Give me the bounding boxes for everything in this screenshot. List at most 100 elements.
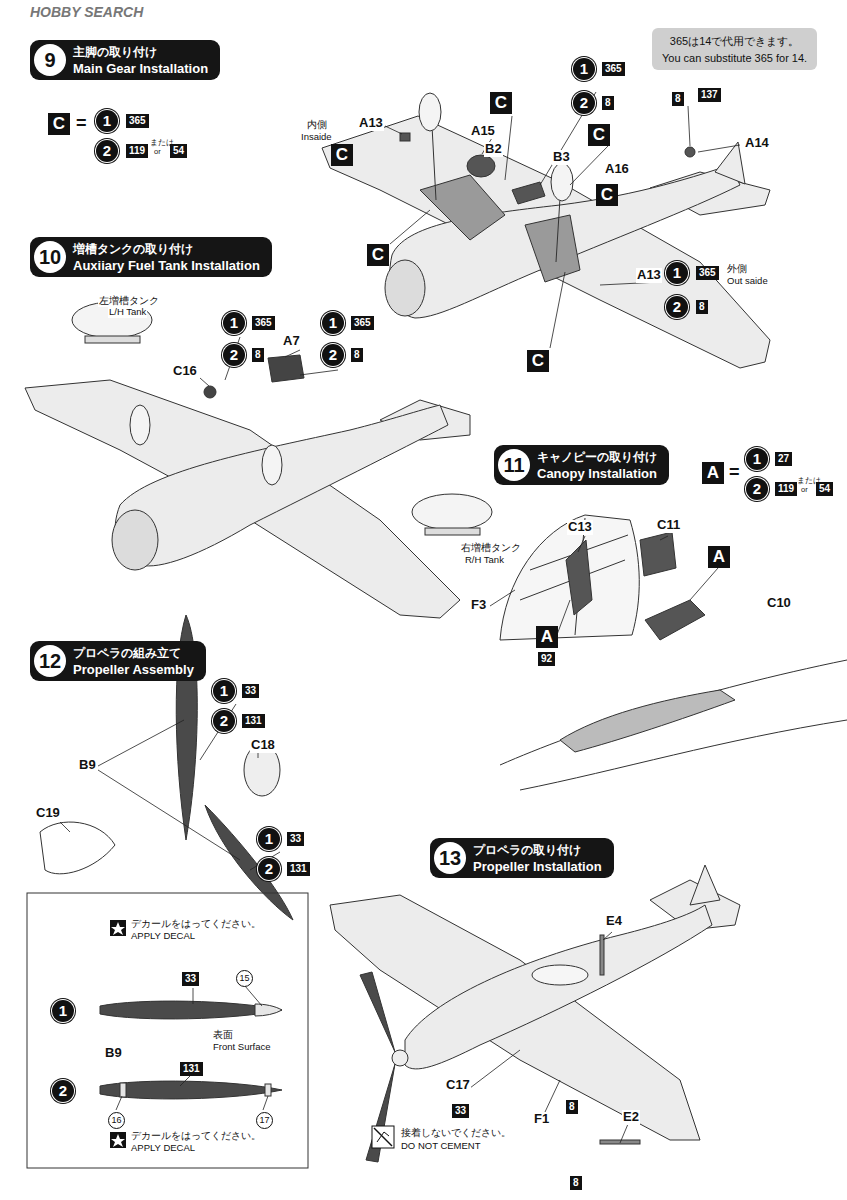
step-title-japanese: プロペラの組み立て — [73, 645, 194, 662]
note-text: R/H Tank — [464, 555, 505, 566]
step-title-japanese: プロペラの取り付け — [473, 842, 602, 859]
note-text: 365は14で代用できます。 — [662, 34, 807, 49]
paint-step-number: 1 — [746, 448, 768, 470]
part-number: F1 — [533, 1112, 550, 1127]
paint-code: 8 — [351, 348, 363, 362]
paint-code: 131 — [287, 862, 310, 876]
step-number: 11 — [498, 449, 530, 481]
note-text: デカールをはってください。 — [130, 919, 262, 930]
paint-callout-letter: C — [48, 113, 70, 135]
part-number: B9 — [78, 758, 97, 773]
paint-callout-letter: C — [596, 184, 618, 206]
paint-callout-letter: A — [708, 546, 730, 568]
or-note: or — [154, 148, 161, 157]
part-number: A14 — [744, 136, 770, 151]
paint-code: 54 — [170, 144, 187, 158]
step-title-english: Propeller Installation — [473, 859, 602, 874]
equals-sign: = — [729, 462, 740, 483]
step-title: 増槽タンクの取り付けAuxiiary Fuel Tank Installatio… — [73, 241, 260, 273]
paint-step-number: 1 — [666, 262, 688, 284]
step-header: 13プロペラの取り付けPropeller Installation — [430, 838, 614, 878]
part-number: F3 — [470, 598, 487, 613]
paint-code: 8 — [696, 300, 708, 314]
paint-callout-letter: A — [536, 626, 558, 648]
part-number: A13 — [358, 116, 384, 131]
paint-callout-letter: C — [367, 244, 389, 266]
note-text: 接着しないでください。 — [400, 1128, 512, 1139]
paint-step-number: 2 — [258, 858, 280, 880]
paint-code: 365 — [126, 114, 149, 128]
step-title: プロペラの組み立てPropeller Assembly — [73, 645, 194, 677]
paint-code: 365 — [696, 266, 719, 280]
decal-number: 16 — [108, 1112, 125, 1129]
paint-step-number: 2 — [666, 296, 688, 318]
note-text: 表面 — [212, 1030, 234, 1041]
step-title: プロペラの取り付けPropeller Installation — [473, 842, 602, 874]
part-number: C18 — [250, 738, 276, 753]
note-text: APPLY DECAL — [130, 1143, 196, 1154]
paint-step-number: 1 — [213, 680, 235, 702]
step-header: 9主脚の取り付けMain Gear Installation — [30, 40, 220, 80]
note-text: Insaide — [300, 132, 333, 143]
paint-code: 54 — [816, 482, 833, 496]
note-text: 外側 — [726, 264, 748, 275]
paint-code: 8 — [252, 348, 264, 362]
paint-code: 131 — [242, 714, 265, 728]
step-title-english: Main Gear Installation — [73, 61, 208, 76]
note-text: 右増槽タンク — [460, 543, 522, 554]
paint-code: 8 — [570, 1176, 582, 1190]
paint-code: 119 — [126, 144, 148, 158]
paint-code: 8 — [602, 96, 614, 110]
paint-code: 365 — [252, 316, 275, 330]
paint-code: 33 — [242, 684, 259, 698]
part-number: A15 — [470, 124, 496, 139]
paint-code: 119 — [775, 482, 797, 496]
note-text: Front Surface — [212, 1042, 272, 1053]
paint-code: 33 — [182, 972, 199, 986]
step-title: 主脚の取り付けMain Gear Installation — [73, 44, 208, 76]
paint-code: 137 — [698, 88, 721, 102]
paint-step-number: 1 — [96, 110, 118, 132]
part-number: E4 — [605, 914, 623, 929]
step-title-english: Propeller Assembly — [73, 662, 194, 677]
note-text: DO NOT CEMENT — [400, 1141, 482, 1152]
part-number: C10 — [766, 596, 792, 611]
paint-code: 365 — [602, 62, 625, 76]
paint-code: 92 — [538, 652, 555, 666]
note-text: デカールをはってください。 — [130, 1131, 262, 1142]
note-text: You can substitute 365 for 14. — [662, 52, 807, 64]
step-number: 10 — [34, 241, 66, 273]
part-number: B2 — [484, 142, 503, 157]
paint-step-number: 2 — [746, 478, 768, 500]
paint-step-number: 1 — [322, 312, 344, 334]
paint-callout-letter: C — [527, 350, 549, 372]
step-number: 12 — [34, 645, 66, 677]
step-title-japanese: 増槽タンクの取り付け — [73, 241, 260, 258]
step-number: 13 — [434, 842, 466, 874]
decal-number: 17 — [256, 1112, 273, 1129]
paint-step-number: 1 — [52, 1000, 74, 1022]
part-number: C17 — [445, 1078, 471, 1093]
paint-callout-letter: C — [490, 92, 512, 114]
note-text: L/H Tank — [108, 307, 147, 318]
paint-step-number: 1 — [573, 58, 595, 80]
part-number: C19 — [35, 806, 61, 821]
step-header: 10増槽タンクの取り付けAuxiiary Fuel Tank Installat… — [30, 237, 272, 277]
part-number: C13 — [567, 520, 593, 535]
paint-code: 131 — [180, 1062, 203, 1076]
equals-sign: = — [76, 113, 87, 134]
paint-step-number: 2 — [213, 710, 235, 732]
paint-step-number: 2 — [573, 92, 595, 114]
paint-step-number: 2 — [223, 344, 245, 366]
or-note: or — [801, 486, 808, 495]
step-number: 9 — [34, 44, 66, 76]
paint-code: 33 — [452, 1104, 469, 1118]
paint-code: 8 — [566, 1100, 578, 1114]
part-number: B3 — [552, 150, 571, 165]
note-text: 内側 — [306, 120, 328, 131]
part-number: C11 — [656, 518, 681, 533]
note-text: APPLY DECAL — [130, 931, 196, 942]
paint-callout-letter: C — [588, 124, 610, 146]
paint-code: 33 — [287, 832, 304, 846]
